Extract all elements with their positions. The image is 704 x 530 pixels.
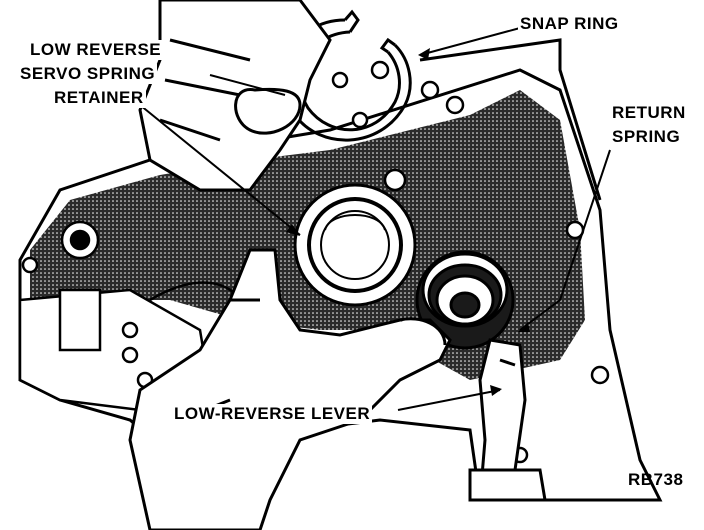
- servo-retainer-label-line3: RETAINER: [52, 88, 146, 108]
- return-spring-label-line2: SPRING: [610, 127, 683, 147]
- figure-code: RB738: [628, 470, 684, 489]
- servo-retainer-label-line2: SERVO SPRING: [18, 64, 158, 84]
- servo-retainer-label-line1: LOW REVERSE: [28, 40, 164, 60]
- servo-retainer-leader-2: [139, 104, 301, 236]
- return-spring: [415, 250, 515, 350]
- transmission-case: [18, 38, 663, 502]
- return-spring-label-line1: RETURN: [610, 103, 688, 123]
- servo-spring-retainer: [293, 183, 417, 307]
- lower-hand: [128, 248, 452, 530]
- low-reverse-lever: [468, 338, 547, 502]
- leader-arrowheads: [286, 48, 530, 396]
- low-reverse-lever-label: LOW-REVERSE LEVER: [172, 404, 373, 424]
- leader-lines: [139, 27, 611, 411]
- snap-ring-label: SNAP RING: [518, 14, 621, 34]
- return-spring-leader: [519, 149, 611, 331]
- servo-retainer-leader-1: [209, 74, 286, 96]
- lever-leader: [397, 389, 501, 411]
- case-bolt-holes: [331, 60, 610, 464]
- snap-ring-leader: [419, 27, 521, 56]
